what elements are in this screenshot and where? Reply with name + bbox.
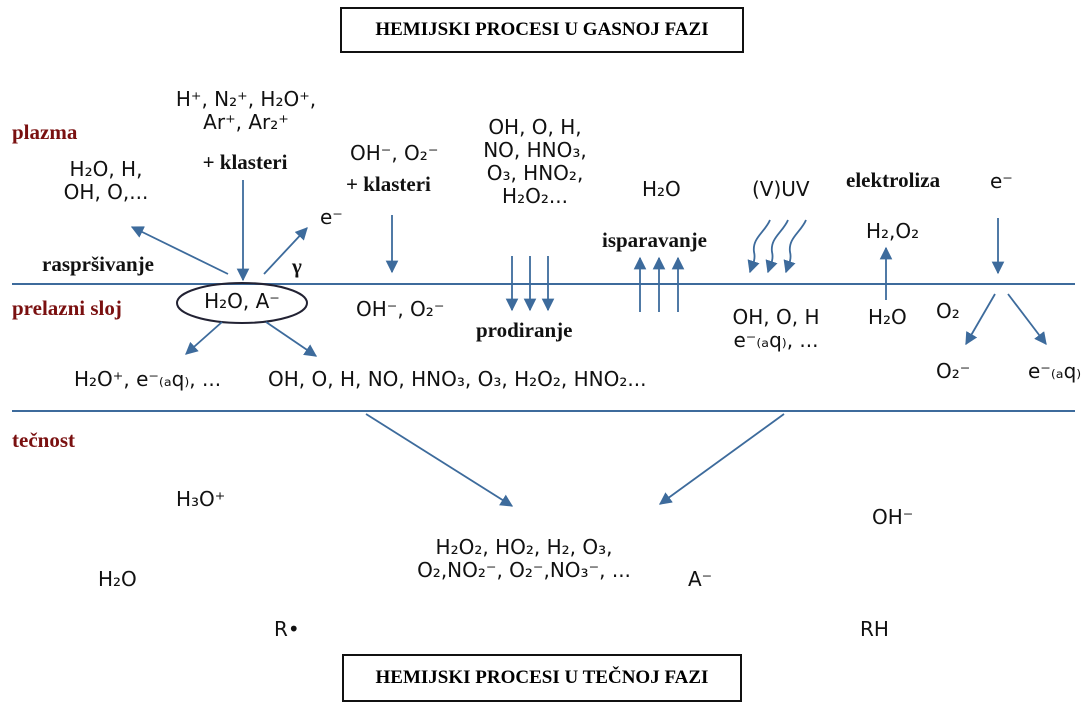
interface-center-ellipse (176, 282, 308, 324)
water-liquid: H₂O (98, 567, 137, 591)
water-vapor: H₂O (642, 177, 681, 201)
electron-to-superoxide-arrow (965, 293, 996, 346)
ellipse-to-center-products-arrow (265, 321, 318, 357)
ions-clusters-label: + klasteri (202, 150, 288, 174)
secondary-electron-arrow (263, 227, 308, 275)
evaporation-label: isparavanje (602, 228, 707, 252)
liquid-phase-title: HEMIJSKI PROCESI U TEČNOJ FAZI (342, 654, 742, 702)
anions-clusters-label: + klasteri (346, 172, 431, 196)
liquid-line-1: H₂O₂, HO₂, H₂, O₃, (435, 535, 613, 559)
hydronium: H₃O⁺ (176, 487, 226, 511)
sputtered-line-1: H₂O, H, (69, 157, 143, 181)
gas-phase-title: HEMIJSKI PROCESI U GASNOJ FAZI (340, 7, 744, 53)
hydroxide: OH⁻ (872, 505, 914, 529)
sputtering-arrow (130, 226, 229, 275)
neutrals-line-3: O₃, HNO₂, (486, 161, 584, 185)
electrolysis-products: H₂,O₂ (866, 219, 920, 243)
electron-to-solvated-arrow (1007, 293, 1047, 346)
vuv-arrow-1 (747, 219, 771, 274)
anion-liquid: A⁻ (688, 567, 713, 591)
electron-right: e⁻ (990, 169, 1013, 193)
liquid-center-species: H₂O₂, HO₂, H₂, O₃, O₂,NO₂⁻, O₂⁻,NO₃⁻, ..… (404, 536, 644, 582)
uv-products: OH, O, H e⁻₍ₐq₎, ... (716, 306, 836, 352)
uv-products-line-2: e⁻₍ₐq₎, ... (733, 328, 819, 352)
solvated-electron: e⁻₍ₐq₎ (1028, 359, 1082, 383)
neutrals-line-1: OH, O, H, (488, 115, 582, 139)
interface-water: H₂O (868, 305, 907, 329)
zone-label-plasma: plazma (12, 120, 78, 144)
to-liquid-arrow-right (658, 413, 785, 505)
superoxide: O₂⁻ (936, 359, 971, 383)
vuv-arrow-2 (765, 219, 789, 274)
gamma-label: γ (292, 254, 302, 278)
neutral-species: OH, O, H, NO, HNO₃, O₃, HNO₂, H₂O₂... (460, 116, 610, 208)
organic-radical: R• (274, 617, 300, 641)
ions-line-1: H⁺, N₂⁺, H₂O⁺, (175, 87, 317, 111)
organic-molecule: RH (860, 617, 889, 641)
uv-products-line-1: OH, O, H (732, 305, 820, 329)
neutrals-line-4: H₂O₂... (502, 184, 568, 208)
to-liquid-arrow-left (365, 413, 514, 507)
electrolysis-label: elektroliza (846, 168, 941, 192)
vuv-label: (V)UV (752, 177, 810, 201)
liquid-line-2: O₂,NO₂⁻, O₂⁻,NO₃⁻, ... (417, 558, 631, 582)
neutrals-line-2: NO, HNO₃, (483, 138, 587, 162)
sputtered-species: H₂O, H, OH, O,... (56, 158, 156, 204)
incoming-anions: OH⁻, O₂⁻ (350, 141, 439, 165)
interface-oxygen: O₂ (936, 299, 960, 323)
penetration-label: prodiranje (476, 318, 573, 342)
interface-center-species: H₂O, A⁻ (204, 289, 280, 313)
incoming-ions: H⁺, N₂⁺, H₂O⁺, Ar⁺, Ar₂⁺ (156, 88, 336, 134)
vuv-arrow-3 (783, 219, 807, 274)
interface-anions: OH⁻, O₂⁻ (356, 297, 445, 321)
sputtered-line-2: OH, O,... (63, 180, 149, 204)
ellipse-to-left-products-arrow (185, 321, 223, 355)
sputtering-label: raspršivanje (42, 252, 154, 276)
electron-emitted: e⁻ (320, 205, 343, 229)
ions-line-2: Ar⁺, Ar₂⁺ (203, 110, 289, 134)
zone-label-liquid: tečnost (12, 428, 75, 452)
left-products: H₂O⁺, e⁻₍ₐq₎, ... (74, 367, 222, 391)
zone-label-interface: prelazni sloj (12, 296, 122, 320)
center-products: OH, O, H, NO, HNO₃, O₃, H₂O₂, HNO₂... (268, 367, 647, 391)
